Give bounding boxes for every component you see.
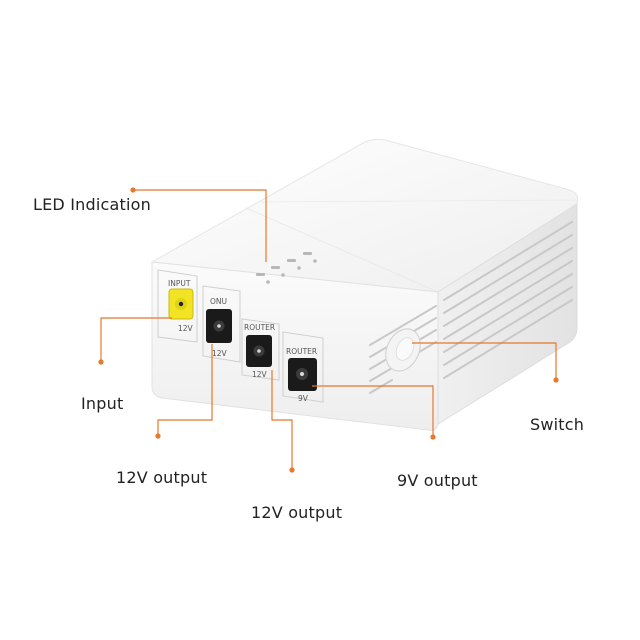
input-voltage-label: 12V bbox=[178, 324, 194, 333]
led-indicators bbox=[256, 252, 317, 284]
callout-lines bbox=[100, 189, 557, 470]
device-top-seam bbox=[245, 207, 439, 293]
output-12v-b-label: 12V output bbox=[251, 503, 343, 522]
switch-label: Switch bbox=[530, 415, 585, 434]
device-top-face bbox=[150, 138, 579, 293]
input-port-label: INPUT bbox=[168, 279, 191, 288]
input-jack bbox=[168, 288, 194, 320]
device-body bbox=[150, 138, 579, 431]
router-9v-output-jack bbox=[288, 358, 317, 391]
router-9v-voltage-label: 9V bbox=[298, 394, 309, 403]
device-front-face bbox=[151, 261, 439, 431]
output-9v-callout-line bbox=[312, 385, 434, 437]
router-12v-voltage-label: 12V bbox=[252, 370, 268, 379]
led-indication-label: LED Indication bbox=[33, 195, 151, 214]
output-12v-a-label: 12V output bbox=[116, 468, 208, 487]
device-top-seam bbox=[259, 199, 579, 203]
router-12v-output-jack bbox=[246, 335, 272, 367]
onu-voltage-label: 12V bbox=[212, 349, 228, 358]
output-12v-b-callout-line bbox=[271, 370, 293, 470]
output-12v-a-callout-line bbox=[157, 344, 213, 436]
port-panels bbox=[157, 269, 324, 403]
router-12v-port-label: ROUTER bbox=[244, 323, 275, 332]
power-switch bbox=[385, 328, 421, 372]
output-9v-label: 9V output bbox=[397, 471, 478, 490]
input-label: Input bbox=[81, 394, 124, 413]
callout-dots bbox=[98, 187, 559, 473]
router-9v-port-label: ROUTER bbox=[286, 347, 317, 356]
input-callout-line bbox=[100, 317, 172, 362]
onu-output-jack bbox=[206, 309, 232, 343]
onu-port-label: ONU bbox=[210, 297, 227, 306]
led-callout-line bbox=[133, 189, 267, 262]
switch-callout-line bbox=[412, 342, 557, 380]
